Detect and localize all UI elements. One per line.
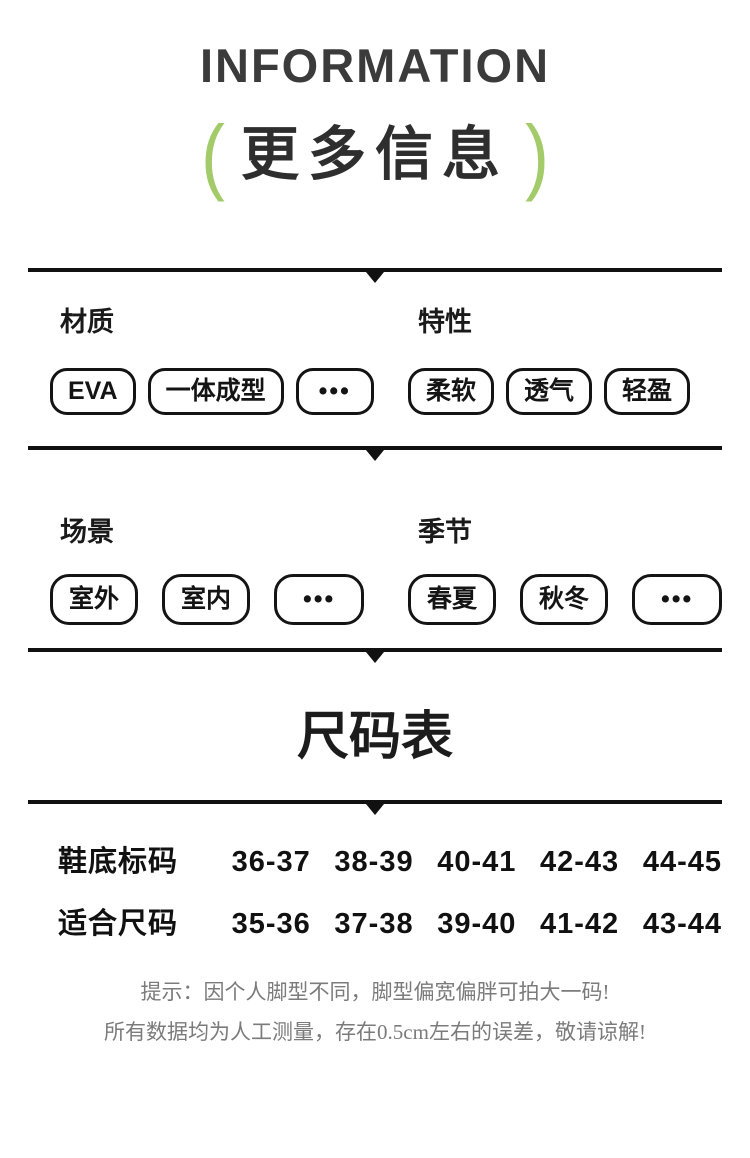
section-divider [28,268,722,283]
size-cell: 43-44 [642,908,722,940]
arrow-down-icon [366,804,384,815]
more-tags-pill: ••• [274,574,365,625]
size-cell: 41-42 [540,908,620,940]
scene-label: 场景 [60,517,114,547]
size-chart-title: 尺码表 [296,708,453,766]
scene-pill-row: 室外 室内 ••• [50,574,408,625]
size-note-line2: 所有数据均为人工测量，存在0.5cm左右的误差，敬请谅解! [104,1020,646,1044]
size-cell: 39-40 [437,908,517,940]
tag-pill: 一体成型 [147,368,284,415]
tag-pill: 室外 [50,574,139,625]
arrow-down-icon [366,450,384,461]
subtitle-row: ( 更多信息 ) [0,108,750,202]
size-note-line1: 提示：因个人脚型不同，脚型偏宽偏胖可拍大一码! [140,980,610,1004]
more-tags-pill: ••• [295,368,374,415]
row-label: 适合尺码 [58,908,179,940]
scene-column: 场景 室外 室内 ••• [50,450,408,625]
material-column: 材质 EVA 一体成型 ••• [50,272,408,415]
section-scene-season: 场景 室外 室内 ••• 季节 春夏 秋冬 ••• [0,450,750,625]
size-cell: 40-41 [437,846,517,878]
tag-pill: EVA [50,368,136,415]
product-info-page: INFORMATION ( 更多信息 ) 材质 EVA 一体成型 ••• 特性 … [0,42,750,1158]
row-label: 鞋底标码 [58,846,179,878]
season-label: 季节 [418,517,472,547]
features-column: 特性 柔软 透气 轻盈 [408,272,722,415]
page-subtitle: 更多信息 [240,122,509,187]
size-cell: 36-37 [231,846,311,878]
page-title: INFORMATION [199,39,551,92]
section-divider [28,800,722,815]
material-pill-row: EVA 一体成型 ••• [50,368,408,415]
tag-pill: 柔软 [408,368,495,415]
table-row-fit-size: 适合尺码 35-36 37-38 39-40 41-42 43-44 [0,906,750,942]
green-paren-right: ) [525,108,549,202]
size-cell: 37-38 [334,908,414,940]
material-label: 材质 [60,307,114,337]
tag-pill: 室内 [162,574,251,625]
features-pill-row: 柔软 透气 轻盈 [408,368,722,415]
tag-pill: 春夏 [408,574,497,625]
section-material-features: 材质 EVA 一体成型 ••• 特性 柔软 透气 轻盈 [0,272,750,415]
size-cell: 42-43 [540,846,620,878]
season-column: 季节 春夏 秋冬 ••• [408,450,723,625]
size-cell: 44-45 [642,846,722,878]
table-row-sole-size: 鞋底标码 36-37 38-39 40-41 42-43 44-45 [0,844,750,880]
green-paren-left: ( [201,108,225,202]
arrow-down-icon [366,652,384,663]
size-cell: 35-36 [231,908,311,940]
section-divider [28,446,722,461]
arrow-down-icon [366,272,384,283]
section-divider [28,648,722,663]
tag-pill: 秋冬 [520,574,609,625]
season-pill-row: 春夏 秋冬 ••• [408,574,723,625]
tag-pill: 透气 [506,368,593,415]
more-tags-pill: ••• [632,574,723,625]
tag-pill: 轻盈 [604,368,691,415]
features-label: 特性 [418,307,472,337]
size-cell: 38-39 [334,846,414,878]
